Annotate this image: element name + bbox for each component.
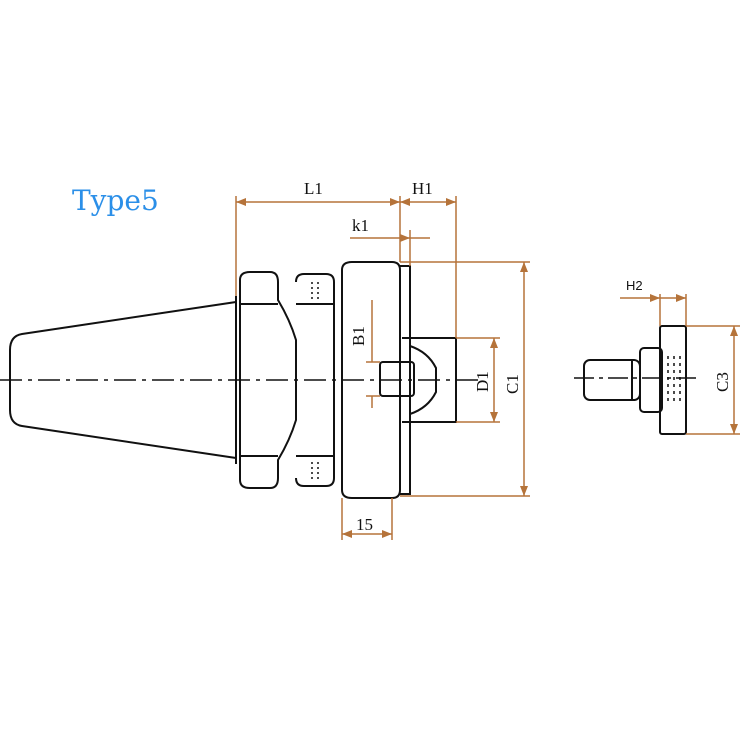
- main-body: [341, 261, 401, 499]
- drive-key: [379, 361, 415, 397]
- dim-label-l1: L1: [304, 179, 323, 198]
- flange-groove: [239, 271, 297, 489]
- dim-label-c1: C1: [503, 374, 522, 394]
- dim-label-fifteen: 15: [356, 515, 373, 534]
- type-label: Type5: [72, 184, 159, 217]
- dim-label-h1: H1: [412, 179, 433, 198]
- main-dimensions: [235, 196, 530, 540]
- dim-label-c3: C3: [713, 372, 732, 392]
- cutter-dimensions: [620, 294, 740, 435]
- cutter-disc: [659, 325, 687, 435]
- cutter-side-view: [583, 325, 687, 435]
- dim-label-b1: B1: [349, 326, 368, 346]
- cutter-arrowheads: [650, 294, 738, 434]
- dim-label-h2: H2: [626, 278, 643, 293]
- dim-label-k1: k1: [352, 216, 369, 235]
- cutter-hub: [639, 347, 663, 413]
- main-arrowheads: [236, 198, 528, 538]
- dim-label-d1: D1: [473, 371, 492, 392]
